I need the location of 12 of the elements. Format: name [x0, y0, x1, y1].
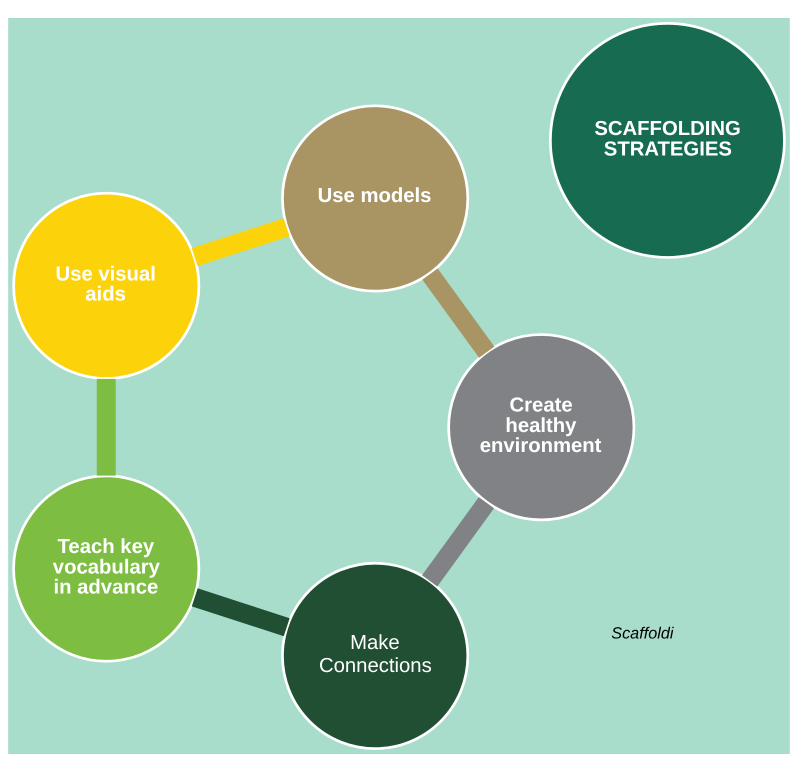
label: Scaffoldi	[611, 624, 674, 642]
node-circle: Use visual aids	[12, 192, 200, 380]
connector	[422, 268, 494, 358]
node-circle: Use models	[281, 104, 470, 293]
node-circle: Make Connections	[281, 562, 470, 750]
node-circle: Teach key vocabulary in advance	[12, 474, 200, 663]
connector	[96, 378, 116, 476]
node-circle: Create healthy environment	[447, 333, 636, 522]
connector	[422, 497, 494, 586]
node-circle: SCAFFOLDING STRATEGIES	[549, 22, 786, 259]
connector	[192, 588, 290, 636]
connector	[192, 218, 290, 266]
